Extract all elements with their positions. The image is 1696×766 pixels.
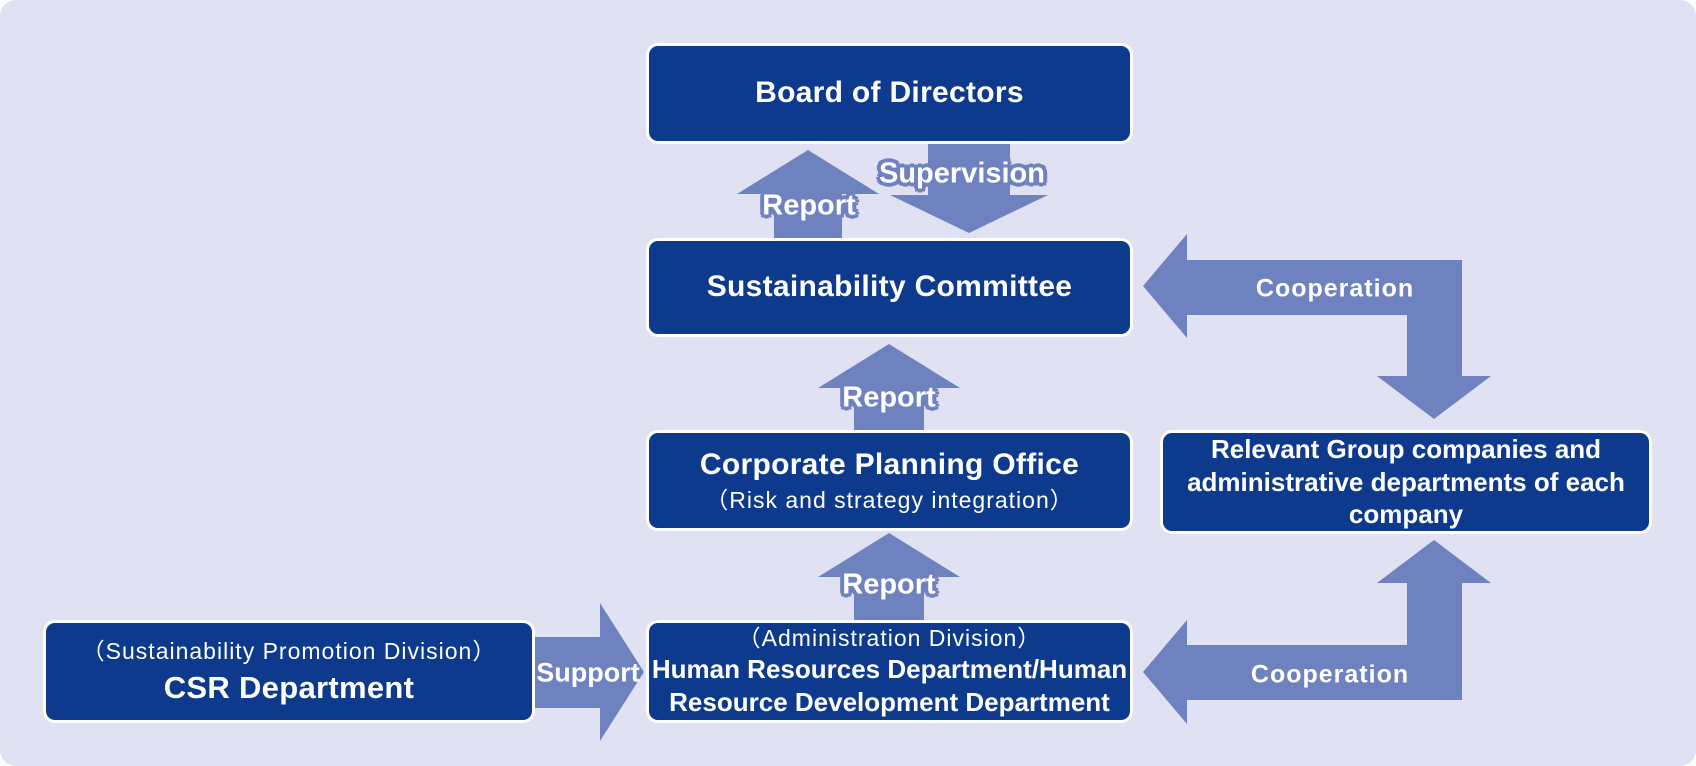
support-right-arrow — [534, 603, 644, 741]
corporate-planning-office-title: Corporate Planning Office — [699, 447, 1080, 481]
box-csr-department: （Sustainability Promotion Division） CSR … — [43, 620, 535, 723]
relevant-group-line: administrative departments of each — [1187, 466, 1625, 497]
report-up-arrow-committee — [818, 344, 960, 432]
hr-department-line: Resource Development Department — [669, 687, 1110, 718]
report-label-committee: Report — [842, 381, 936, 414]
relevant-group-line: Relevant Group companies and — [1210, 433, 1602, 464]
cooperation-label-bottom: Cooperation — [1250, 660, 1410, 689]
box-board-of-directors: Board of Directors — [646, 43, 1133, 144]
report-label-board: Report — [762, 189, 856, 222]
supervision-label: Supervision — [879, 157, 1045, 190]
support-label: Support — [536, 657, 640, 688]
cooperation-elbow-arrow-top — [1143, 234, 1491, 419]
box-relevant-group-companies: Relevant Group companies and administrat… — [1160, 430, 1652, 534]
hr-department-subtitle: （Administration Division） — [737, 625, 1042, 652]
relevant-group-line: company — [1348, 499, 1464, 530]
box-human-resources-department: （Administration Division） Human Resource… — [646, 620, 1133, 723]
report-up-arrow-corporate — [818, 533, 960, 622]
csr-department-title: CSR Department — [163, 669, 415, 705]
report-label-corporate: Report — [842, 568, 936, 601]
box-sustainability-committee: Sustainability Committee — [646, 238, 1133, 337]
board-of-directors-title: Board of Directors — [755, 76, 1024, 110]
csr-department-subtitle: （Sustainability Promotion Division） — [81, 637, 497, 664]
cooperation-elbow-arrow-bottom — [1143, 540, 1491, 724]
cooperation-label-top: Cooperation — [1255, 274, 1415, 303]
corporate-planning-office-subtitle: （Risk and strategy integration） — [705, 487, 1074, 514]
report-up-arrow-board — [737, 150, 879, 240]
supervision-down-arrow — [890, 143, 1048, 233]
sustainability-committee-title: Sustainability Committee — [706, 270, 1073, 304]
hr-department-line: Human Resources Department/Human — [651, 654, 1128, 685]
box-corporate-planning-office: Corporate Planning Office （Risk and stra… — [646, 430, 1133, 531]
